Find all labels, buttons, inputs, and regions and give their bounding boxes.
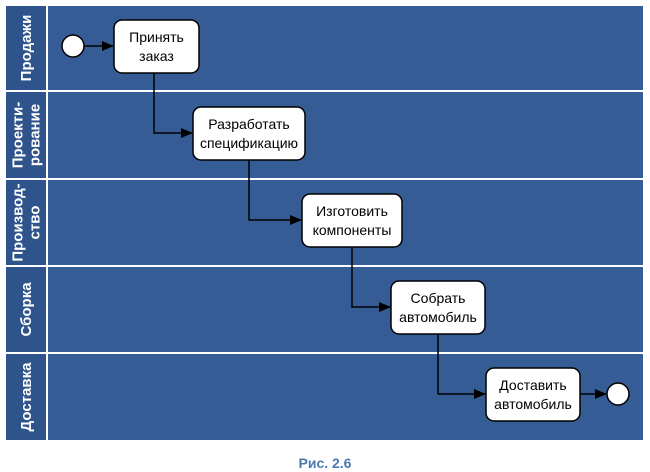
lane-header <box>4 352 48 442</box>
task-box <box>390 280 486 335</box>
swimlane-diagram: ПродажиПроекти-рованиеПроизвод-ствоСборк… <box>4 4 645 442</box>
lane-label: Производ-ство <box>10 183 44 261</box>
lane-label: Проекти-рование <box>10 102 44 169</box>
lane-body <box>4 4 645 92</box>
lane-header <box>4 178 48 267</box>
lane-1: Проекти-рование <box>4 90 645 180</box>
task-box <box>301 193 403 248</box>
sequence-flow-arrow <box>153 73 193 138</box>
lane-label: Доставка <box>18 362 35 432</box>
end-event-icon <box>606 382 630 406</box>
figure-caption: Рис. 2.6 <box>298 455 352 471</box>
task-box <box>485 367 581 422</box>
lane-body <box>4 265 645 354</box>
sequence-flow-arrow <box>437 334 486 399</box>
lane-3: Сборка <box>4 265 645 354</box>
start-event-icon <box>61 34 85 58</box>
task-box <box>113 19 200 74</box>
lane-0: Продажи <box>4 4 645 92</box>
lane-header <box>4 4 48 92</box>
lane-label: Сборка <box>18 282 35 337</box>
lane-body <box>4 90 645 180</box>
sequence-flow-arrow <box>351 247 391 312</box>
task-box <box>192 106 306 161</box>
sequence-flow-arrow <box>248 160 302 225</box>
lane-label: Продажи <box>18 15 35 82</box>
